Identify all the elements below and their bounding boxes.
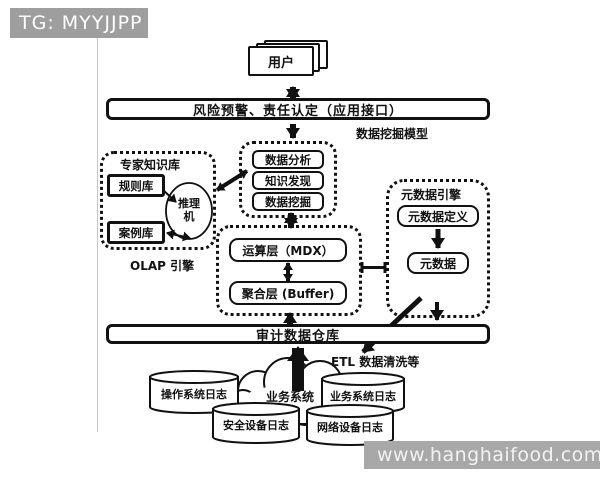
metadata-engine-title: 元数据引擎 [401,188,462,202]
security-logs-label: 安全设备日志 [223,419,289,432]
metadata-definition-node: 元数据定义 [397,205,479,227]
metadata-node: 元数据 [407,252,469,274]
warehouse-bar-label: 审计数据仓库 [255,328,340,344]
guide-line [97,38,98,432]
mining-model-group [239,141,337,218]
watermark-tag-badge: TG: MYYJJPP [10,8,148,38]
cylinder-network-logs-icon [306,404,394,446]
arrow-inference-casebase [166,229,191,242]
arrow-expert-mining [215,169,249,192]
case-base-node: 案例库 [107,221,165,244]
users-node: 用户 [248,46,314,76]
olap-engine-label: OLAP 引擎 [130,259,195,273]
business-system-label: 业务系统 [265,390,314,404]
compute-layer-node: 运算层（MDX） [229,238,347,262]
app-interface-bar-label: 风险预警、责任认定（应用接口） [192,103,403,119]
expert-kb-title: 专家知识库 [120,158,181,172]
cylinder-os-logs-icon [149,370,239,414]
mining-item-knowledge-discovery: 知识发现 [252,171,324,190]
mining-item-data-mining: 数据挖掘 [252,192,324,211]
aggregation-layer-node: 聚合层 (Buffer) [229,281,347,305]
warehouse-bar: 审计数据仓库 [106,324,490,344]
users-label: 用户 [267,55,294,71]
network-logs-label: 网络设备日志 [317,421,383,434]
inference-engine-label: 推理机 [178,197,200,223]
rule-base-node: 规则库 [107,174,165,197]
expert-kb-group [100,151,216,250]
connector-olap-metadata [360,262,387,273]
watermark-url-banner: www.hanghaifood.com [364,441,600,469]
business-logs-label: 业务系统日志 [330,390,396,403]
cylinder-security-logs-icon [212,402,300,444]
olap-engine-group [216,225,362,316]
etl-label: ETL 数据清洗等 [331,355,420,369]
os-logs-label: 操作系统日志 [161,388,227,401]
metadata-engine-group [386,179,490,318]
mining-item-data-analysis: 数据分析 [252,150,324,169]
arrow-rulebase-to-inference [162,189,177,203]
app-interface-bar: 风险预警、责任认定（应用接口） [106,98,490,120]
mining-model-label: 数据挖掘模型 [356,127,429,141]
